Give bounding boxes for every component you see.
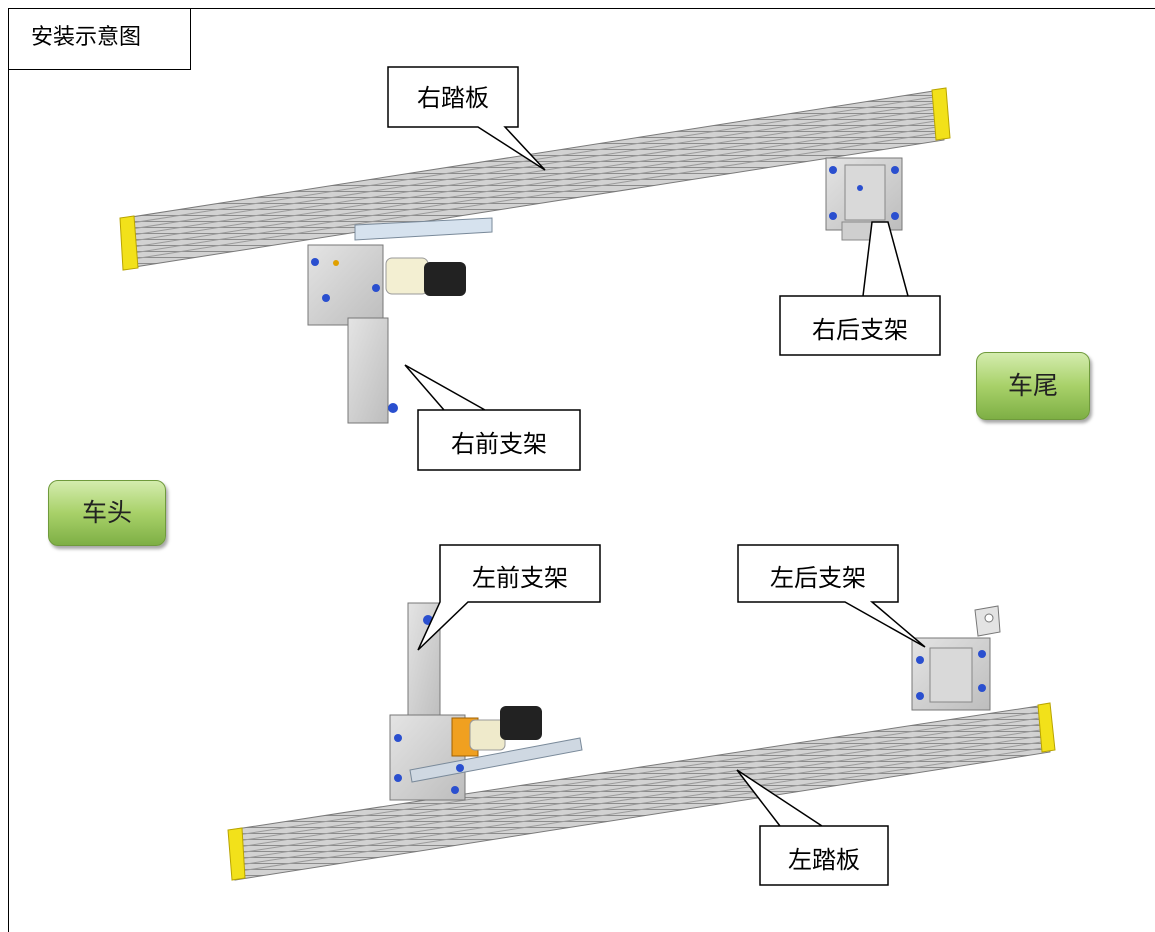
right-front-bracket-part bbox=[307, 217, 493, 424]
diagram-frame bbox=[8, 8, 1155, 932]
label-left-board: 左踏板 bbox=[788, 846, 860, 874]
callout-right-board bbox=[387, 66, 546, 171]
left-running-board bbox=[227, 702, 1056, 881]
label-right-front-bracket: 右前支架 bbox=[451, 430, 547, 458]
left-front-bracket-part bbox=[389, 602, 583, 801]
label-left-rear-bracket: 左后支架 bbox=[770, 564, 866, 592]
end-cap bbox=[119, 215, 139, 271]
vehicle-rear-tag: 车尾 bbox=[976, 352, 1090, 420]
end-cap bbox=[1037, 702, 1056, 753]
callout-left-front-bracket bbox=[417, 544, 601, 651]
callout-right-front-bracket bbox=[404, 364, 581, 471]
end-cap bbox=[931, 87, 951, 141]
callout-left-board bbox=[736, 769, 889, 886]
label-left-front-bracket: 左前支架 bbox=[472, 564, 568, 592]
right-running-board bbox=[119, 87, 951, 271]
label-right-rear-bracket: 右后支架 bbox=[812, 316, 908, 344]
left-rear-bracket-part bbox=[911, 605, 1001, 711]
vehicle-front-tag: 车头 bbox=[48, 480, 166, 546]
diagram-title: 安装示意图 bbox=[8, 8, 191, 70]
end-cap bbox=[227, 827, 246, 881]
callout-right-rear-bracket bbox=[779, 221, 941, 356]
right-rear-bracket-part bbox=[825, 157, 903, 241]
label-right-board: 右踏板 bbox=[417, 84, 489, 112]
callout-left-rear-bracket bbox=[737, 544, 926, 648]
